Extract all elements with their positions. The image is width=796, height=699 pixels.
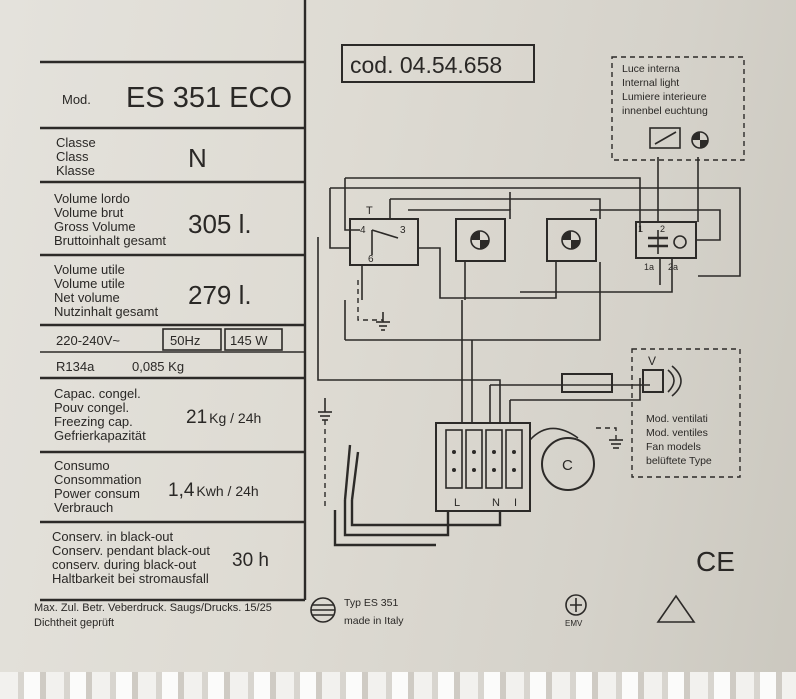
leak-test-text: Dichtheit geprüft [34, 617, 114, 629]
terminal-L: L [454, 497, 460, 509]
interior-light-label-fr: Lumiere interieure [622, 91, 707, 103]
switch-pin-2a: 2a [668, 262, 678, 272]
compressor-icon [541, 437, 595, 491]
fan-models-label-fr: Mod. ventiles [646, 427, 708, 439]
compressor-label: C [562, 457, 573, 474]
switch-box [635, 221, 697, 259]
door-switch-icon [648, 230, 687, 254]
thermostat-pin-6: 6 [368, 254, 374, 265]
ground-icon [376, 312, 390, 331]
thermostat-pin-4: 4 [360, 225, 366, 236]
consumption-value-number: 1,4 [168, 480, 195, 501]
switch-pin-2: 2 [660, 224, 665, 234]
thermostat-box [349, 218, 419, 266]
fridge-lamp-icon [561, 230, 581, 250]
net-volume-value: 279 l. [188, 280, 252, 310]
interior-lamp-icon [691, 131, 709, 149]
code-label: cod. 04.54.658 [350, 52, 502, 78]
voltage: 220-240V~ [56, 333, 120, 348]
thermostat-pin-3: 3 [400, 225, 406, 236]
terminal-block [435, 422, 531, 512]
freezer-lamp-box [455, 218, 506, 262]
data-table [40, 0, 307, 602]
refrigerant-charge: 0,085 Kg [132, 359, 184, 374]
ground-icon [318, 398, 332, 421]
refrigerant-name: R134a [56, 359, 95, 374]
fan-motor-icon [642, 369, 664, 393]
interior-light-box [611, 56, 745, 161]
type-label: Typ ES 351 [344, 597, 398, 609]
blackout-value: 30 h [232, 550, 269, 571]
fridge-lamp-box [546, 218, 597, 262]
freezer-lamp-icon [470, 230, 490, 250]
class-value: N [188, 143, 207, 173]
consumption-label-de: Verbrauch [54, 500, 113, 515]
frequency: 50Hz [170, 333, 200, 348]
freezing-label-fr: Pouv congel. [54, 400, 129, 415]
blackout-label-en2: conserv. during black-out [52, 557, 197, 572]
wiring-diagram [317, 157, 741, 547]
class-label-it: Classe [56, 135, 96, 150]
lined-circle-icon [310, 597, 336, 623]
fan-blade-icon [667, 365, 682, 397]
torn-edge [0, 672, 796, 699]
net-volume-label-it: Volume utile [54, 262, 125, 277]
fan-models-label-en: Fan models [646, 441, 701, 453]
switch-pin-1: 1 [638, 224, 643, 234]
terminal-I: I [514, 497, 517, 509]
fan-box [631, 348, 741, 478]
interior-light-label-de: innenbel euchtung [622, 105, 708, 117]
made-in-label: made in Italy [344, 615, 404, 627]
freezing-value-unit: Kg / 24h [209, 410, 261, 426]
gross-volume-label-fr: Volume brut [54, 205, 124, 220]
emv-mark-text: EMV [565, 619, 583, 628]
class-label-de: Klasse [56, 163, 95, 178]
consumption-label-en: Power consum [54, 486, 140, 501]
warning-triangle-icon [656, 594, 696, 623]
gross-volume-label-it: Volume lordo [54, 191, 130, 206]
blackout-label-en: Conserv. in black-out [52, 529, 174, 544]
blackout-label-fr: Conserv. pendant black-out [52, 543, 210, 558]
gross-volume-label-de: Bruttoinhalt gesamt [54, 233, 166, 248]
freezing-label-it: Capac. congel. [54, 386, 141, 401]
terminal-N: N [492, 497, 500, 509]
interior-light-switch-icon [649, 127, 681, 149]
freezing-label-en: Freezing cap. [54, 414, 133, 429]
consumption-label-it: Consumo [54, 458, 110, 473]
power: 145 W [230, 333, 268, 348]
ground-icon [609, 439, 623, 449]
fan-models-label-de: belüftete Type [646, 455, 712, 467]
thermostat-label: T [366, 205, 373, 217]
code-box [341, 44, 535, 83]
fan-capacitor-box [561, 373, 613, 393]
pressure-text: Max. Zul. Betr. Veberdruck. Saugs/Drucks… [34, 602, 272, 614]
net-volume-label-de: Nutzinhalt gesamt [54, 304, 158, 319]
blackout-label-de: Haltbarkeit bei stromausfall [52, 571, 209, 586]
interior-light-label-en: Internal light [622, 77, 679, 89]
emv-mark-icon: EMV [565, 594, 587, 628]
fan-label: V [648, 354, 656, 368]
switch-pin-1a: 1a [644, 262, 654, 272]
consumption-value-unit: Kwh / 24h [196, 483, 258, 499]
ce-mark: CE [696, 546, 735, 577]
gross-volume-value: 305 l. [188, 209, 252, 239]
model-label: Mod. [62, 92, 91, 107]
net-volume-label-en: Net volume [54, 290, 120, 305]
model-value: ES 351 ECO [126, 82, 292, 114]
net-volume-label-fr: Volume utile [54, 276, 125, 291]
freezing-value-number: 21 [186, 407, 207, 428]
freezing-label-de: Gefrierkapazität [54, 428, 146, 443]
fan-models-label-it: Mod. ventilati [646, 413, 708, 425]
consumption-label-fr: Consommation [54, 472, 141, 487]
interior-light-label-it: Luce interna [622, 63, 680, 75]
class-label-en: Class [56, 149, 89, 164]
gross-volume-label-en: Gross Volume [54, 219, 136, 234]
